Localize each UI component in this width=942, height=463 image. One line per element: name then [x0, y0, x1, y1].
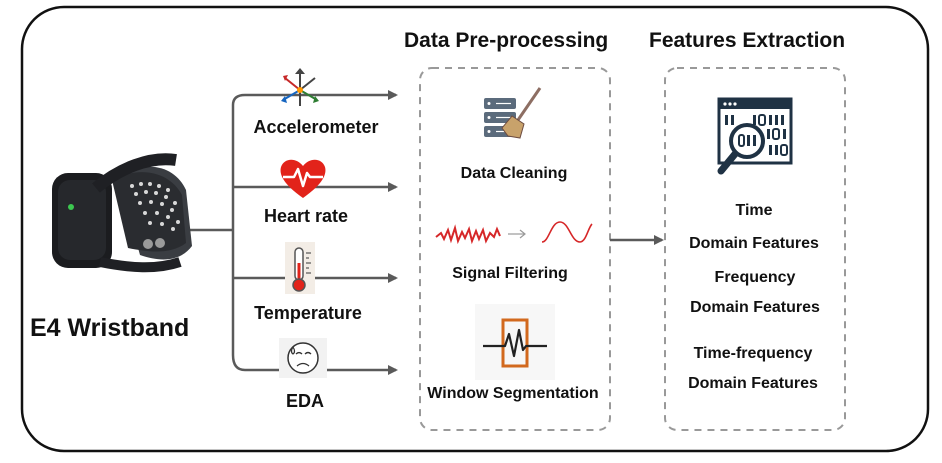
server-broom-icon: [484, 87, 542, 139]
preprocessing-panel: [419, 67, 611, 431]
sensor-label-eda: EDA: [285, 391, 325, 411]
feature-time-line2: Domain Features: [689, 235, 819, 252]
features-title: Features Extraction: [649, 29, 846, 52]
accelerometer-axes-icon: [281, 68, 319, 106]
sensor-label-heart-rate: Heart rate: [263, 206, 349, 226]
features-panel: [664, 67, 846, 431]
step-label-window-segmentation: Window Segmentation: [427, 385, 599, 402]
binary-magnifier-icon: [717, 97, 793, 175]
feature-frequency-line1: Frequency: [714, 269, 796, 286]
feature-time-line1: Time: [735, 202, 773, 219]
thermometer-icon: [285, 242, 315, 294]
outer-frame: [20, 5, 930, 453]
device-label: E4 Wristband: [30, 314, 190, 342]
sweat-face-icon: [279, 338, 327, 378]
signal-window-icon: [475, 304, 555, 380]
sensor-label-accelerometer: Accelerometer: [253, 117, 379, 137]
sensor-label-temperature: Temperature: [254, 303, 362, 323]
step-label-signal-filtering: Signal Filtering: [452, 265, 568, 282]
feature-time-frequency-line1: Time-frequency: [693, 345, 813, 362]
feature-frequency-line2: Domain Features: [690, 299, 820, 316]
feature-time-frequency-line2: Domain Features: [688, 375, 818, 392]
heart-pulse-icon: [280, 159, 326, 198]
noisy-to-smooth-signal-icon: [435, 221, 593, 245]
step-label-data-cleaning: Data Cleaning: [460, 165, 568, 182]
wristband-image: [52, 153, 192, 273]
preprocessing-title: Data Pre-processing: [404, 29, 609, 52]
